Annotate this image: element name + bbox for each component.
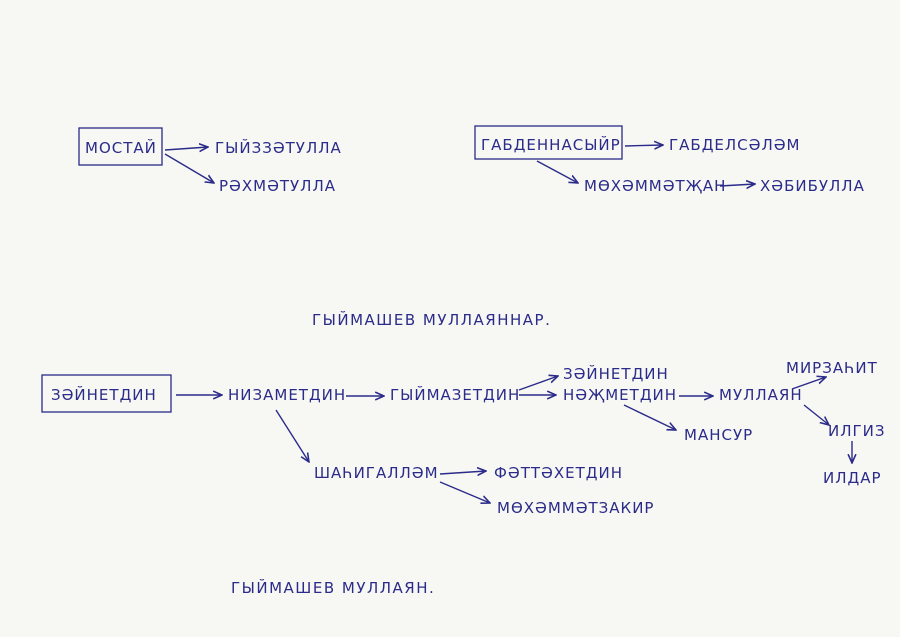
edge-mullayan-mirzahit (791, 377, 826, 390)
edge-giymazetdin-zainetdin2 (518, 376, 558, 391)
node-najmetdin: НӘҖМЕТДИН (563, 386, 677, 404)
node-mullayan: МУЛЛАЯН (719, 386, 803, 404)
edge-nizametdin-shahigallam (275, 409, 309, 462)
root-box-zainetdin (41, 374, 172, 413)
edge-mostai-giyzzetulla (164, 147, 208, 150)
edge-mostai-rakhmatulla (164, 153, 214, 183)
edge-najmetdin-mansur (623, 404, 676, 430)
node-mirzahit: МИРЗАҺИТ (786, 359, 878, 377)
root-box-gabdennasyir (474, 125, 623, 160)
node-khabibulla: ХӘБИБУЛЛА (760, 177, 865, 195)
root-box-mostai (78, 127, 163, 166)
node-gabdennasyir: ГАБДЕННАСЫЙР (481, 135, 621, 154)
node-nizametdin: НИЗАМЕТДИН (228, 386, 346, 404)
node-shahigallam: ШАҺИГАЛЛӘМ (314, 464, 439, 482)
node-mostai: МОСТАЙ (85, 138, 157, 157)
node-mokhammetzakir: МӨХӘММӘТЗАКИР (497, 499, 654, 517)
edge-mullayan-ilgiz (803, 404, 829, 425)
node-giymazetdin: ГЫЙМАЗЕТДИН (390, 385, 520, 404)
edge-mokhammetjan-khabibulla (719, 184, 755, 186)
node-ilgiz: ИЛГИЗ (828, 422, 886, 440)
edge-shahigallam-fattakhetdin (439, 471, 486, 474)
edge-gabdennasyir-mokhammetjan (536, 160, 578, 183)
node-rakhmatulla: РӘХМӘТУЛЛА (219, 177, 336, 195)
node-gabdelsalam: ГАБДЕЛСӘЛӘМ (669, 136, 800, 154)
edge-gabdennasyir-gabdelsalam (624, 145, 663, 146)
node-giyzzetulla: ГЫЙЗЗӘТУЛЛА (215, 138, 342, 157)
node-ildar: ИЛДАР (823, 469, 882, 487)
node-fattakhetdin: ФӘТТӘХЕТДИН (494, 464, 623, 482)
node-mokhammetjan: МӨХӘММӘТҖАН (584, 177, 726, 195)
node-zainetdin-2: ЗӘЙНЕТДИН (563, 364, 669, 383)
node-mansur: МАНСУР (684, 426, 753, 444)
caption-mullayan: ГЫЙМАШЕВ МУЛЛАЯН. (231, 578, 435, 597)
node-zainetdin: ЗӘЙНЕТДИН (51, 385, 157, 404)
caption-mullayannar: ГЫЙМАШЕВ МУЛЛАЯННАР. (312, 310, 551, 329)
edge-shahigallam-mokhammetzakir (439, 481, 490, 503)
